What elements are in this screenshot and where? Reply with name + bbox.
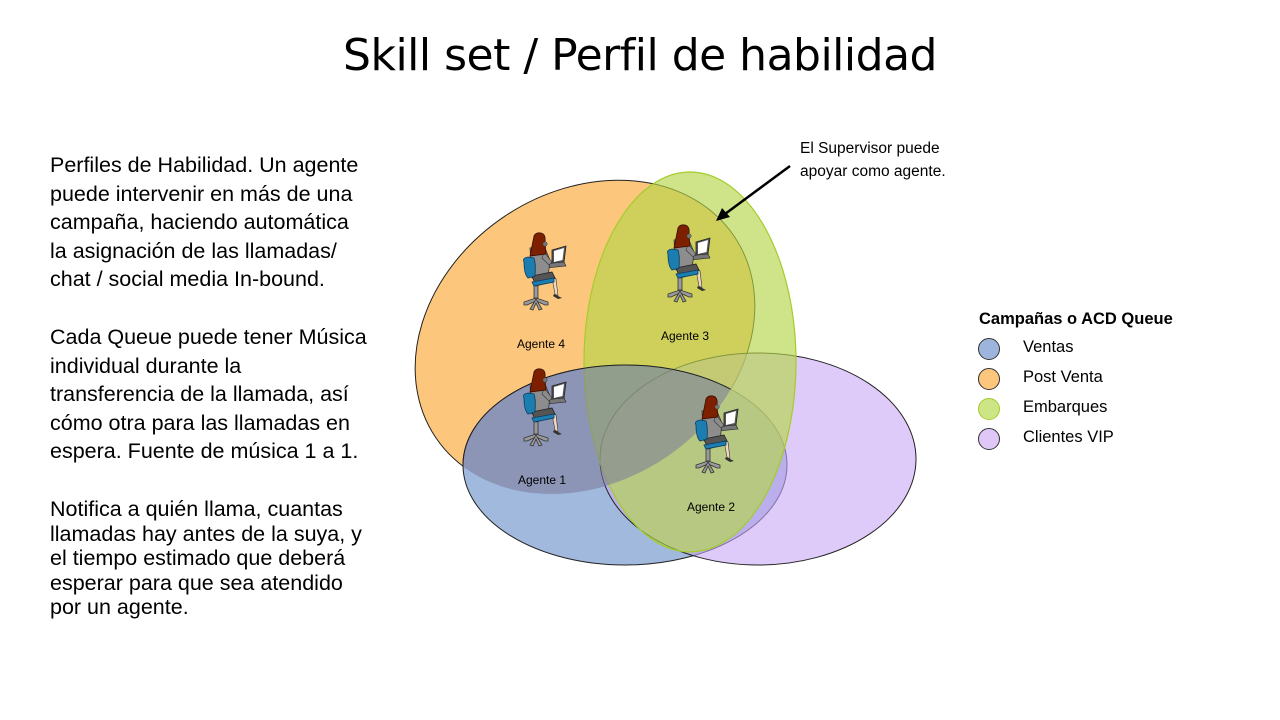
text-line: Perfiles de Habilidad. Un agente — [50, 153, 359, 177]
text-line: cómo otra para las llamadas en — [50, 410, 350, 435]
legend-label: Ventas — [1023, 338, 1074, 356]
text-line: la asignación de las llamadas/ — [50, 238, 337, 263]
legend-item-clientes-vip: Clientes VIP — [975, 425, 1173, 455]
agent-label: Agente 3 — [661, 329, 709, 343]
text-line: esperar para que sea atendido — [50, 570, 343, 595]
agent-label: Agente 1 — [518, 473, 566, 487]
text-line: espera. Fuente de música 1 a 1. — [50, 439, 359, 463]
region-embarques — [583, 171, 797, 553]
legend: Campañas o ACD Queue Ventas Post Venta E… — [975, 310, 1173, 455]
paragraph-queue-music: Cada Queue puede tener Música individual… — [50, 323, 420, 466]
circle-swatch-icon — [978, 428, 1000, 450]
text-line: llamadas hay antes de la suya, y — [50, 521, 362, 546]
text-line: por un agente. — [50, 595, 189, 619]
legend-title: Campañas o ACD Queue — [979, 310, 1173, 328]
agent-label: Agente 2 — [687, 500, 735, 514]
arrow-icon — [716, 164, 791, 221]
text-line: Notifica a quién llama, cuantas — [50, 497, 343, 521]
note-line: apoyar como agente. — [800, 163, 946, 180]
text-line: campaña, haciendo automática — [50, 210, 349, 234]
circle-swatch-icon — [978, 368, 1000, 390]
text-line: Cada Queue puede tener Música — [50, 325, 367, 349]
text-line: transferencia de la llamada, así — [50, 382, 349, 406]
legend-item-embarques: Embarques — [975, 395, 1173, 425]
text-line: puede intervenir en más de una — [50, 181, 353, 206]
legend-label: Embarques — [1023, 398, 1108, 416]
paragraph-caller-notification: Notifica a quién llama, cuantas llamadas… — [50, 497, 420, 620]
note-line: El Supervisor puede — [800, 140, 940, 157]
slide-title: Skill set / Perfil de habilidad — [343, 30, 937, 81]
legend-label: Clientes VIP — [1023, 428, 1114, 446]
paragraph-skill-profiles: Perfiles de Habilidad. Un agente puede i… — [50, 151, 420, 294]
text-line: el tiempo estimado que deberá — [50, 546, 346, 570]
text-line: individual durante la — [50, 353, 242, 378]
legend-item-ventas: Ventas — [975, 335, 1173, 365]
text-line: chat / social media In-bound. — [50, 267, 325, 291]
legend-label: Post Venta — [1023, 368, 1103, 386]
legend-item-post-venta: Post Venta — [975, 365, 1173, 395]
agent-label: Agente 4 — [517, 337, 565, 351]
circle-swatch-icon — [978, 398, 1000, 420]
circle-swatch-icon — [978, 338, 1000, 360]
supervisor-note: El Supervisor puede apoyar como agente. — [800, 137, 946, 183]
